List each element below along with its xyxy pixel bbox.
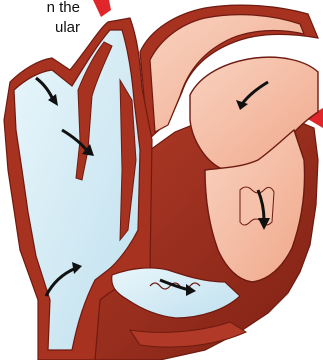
- red-pointer-arrow-icon: [93, 0, 111, 17]
- caption-text: n the ular: [0, 0, 80, 38]
- caption-line-1: n the: [0, 0, 80, 18]
- caption-line-2: ular: [0, 18, 80, 38]
